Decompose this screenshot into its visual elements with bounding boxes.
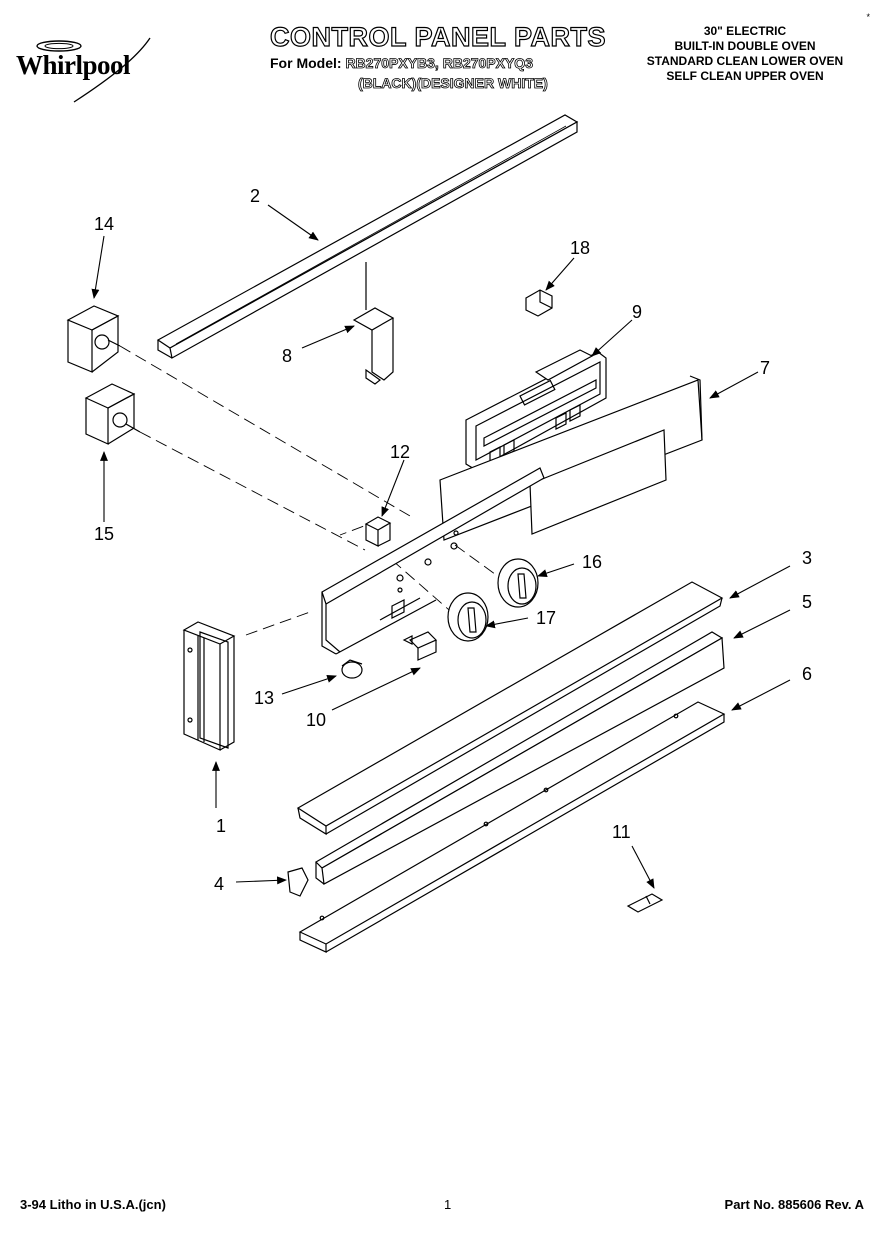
part-5-middle-trim (315, 631, 725, 885)
callout-2: 2 (250, 186, 260, 206)
part-8-bracket (352, 262, 395, 385)
part-14-switch (66, 305, 121, 373)
callout-10: 10 (306, 710, 326, 730)
callout-8: 8 (282, 346, 292, 366)
page-number: 1 (444, 1197, 452, 1212)
logo-swirl-icon (36, 37, 151, 103)
callout-15: 15 (94, 524, 114, 544)
spec-line: BUILT-IN DOUBLE OVEN (674, 39, 816, 53)
part-12-block (364, 516, 392, 547)
callout-9: 9 (632, 302, 642, 322)
part-1-end-cap (182, 621, 236, 751)
model-line: For Model: RB270PXYB3, RB270PXYQ3 (270, 55, 533, 72)
part-6-bottom-trim (298, 701, 726, 953)
callout-1: 1 (216, 816, 226, 836)
callout-13: 13 (254, 688, 274, 708)
part-15-switch (84, 383, 141, 445)
part-16-knob (497, 558, 539, 608)
main-control-panel (321, 467, 545, 655)
callout-5: 5 (802, 592, 812, 612)
spec-line: SELF CLEAN UPPER OVEN (666, 69, 824, 83)
whirlpool-logo: Whirlpool (14, 36, 184, 106)
callout-7: 7 (760, 358, 770, 378)
leader-arrows (91, 204, 791, 889)
oven-spec-block: 30" ELECTRIC BUILT-IN DOUBLE OVEN STANDA… (620, 24, 870, 84)
corner-mark: * (866, 12, 870, 22)
part-10-terminal (402, 631, 438, 661)
callout-4: 4 (214, 874, 224, 894)
callout-18: 18 (570, 238, 590, 258)
footer-print-info: 3-94 Litho in U.S.A.(jcn) (20, 1197, 166, 1212)
brand-wordmark: Whirlpool (16, 50, 131, 80)
part-17-knob (447, 592, 489, 642)
page-title: CONTROL PANEL PARTS (269, 21, 607, 52)
callout-11: 11 (612, 822, 631, 842)
model-label: For Model: (270, 55, 342, 71)
part-11-clip (626, 893, 664, 913)
part-number: Part No. 885606 Rev. A (724, 1197, 864, 1212)
spec-line: 30" ELECTRIC (703, 24, 787, 38)
color-variant: (BLACK)(DESIGNER WHITE) (358, 75, 549, 92)
callout-12: 12 (390, 442, 410, 462)
callout-14: 14 (94, 214, 114, 234)
part-4-end-bracket (287, 867, 309, 897)
model-numbers: RB270PXYB3, RB270PXYQ3 (345, 55, 533, 72)
callout-6: 6 (802, 664, 812, 684)
part-3-top-trim (296, 581, 724, 836)
spec-line: STANDARD CLEAN LOWER OVEN (646, 54, 844, 68)
part-18-clip (525, 289, 553, 317)
callout-17: 17 (536, 608, 556, 628)
callout-16: 16 (582, 552, 602, 572)
part-2-trim-rail (156, 114, 579, 359)
callout-3: 3 (802, 548, 812, 568)
part-13-lamp (341, 659, 363, 679)
